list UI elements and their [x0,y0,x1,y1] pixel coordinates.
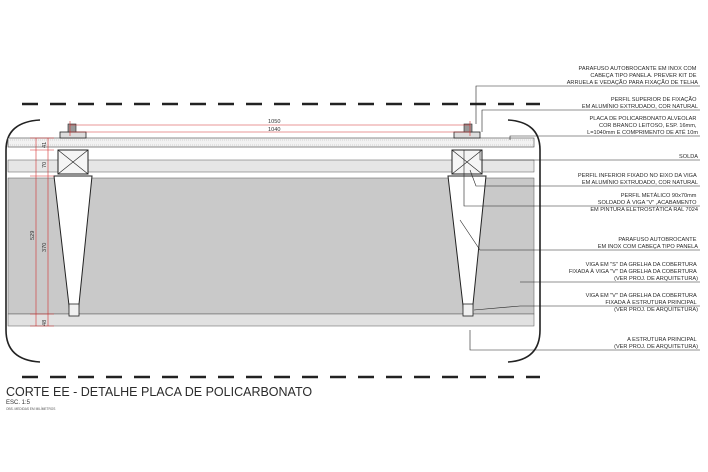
annotation-screw-top: PARAFUSO AUTOBROCANTE EM INOX COM CABEÇA… [567,66,699,86]
annotation-s-beam: VIGA EM "S" DA GRELHA DA COBERTURA FIXAD… [569,262,698,282]
beam-band [7,159,535,327]
annotation-weld: SOLDA [679,154,698,160]
annotation-main-structure: A ESTRUTURA PRINCIPAL (VER PROJ. DE ARQU… [614,337,698,350]
drawing-title: CORTE EE - DETALHE PLACA DE POLICARBONAT… [6,385,312,399]
top-dimensions [69,121,471,136]
annotation-polycarbonate: PLACA DE POLICARBONATO ALVEOLAR COR BRAN… [587,116,698,136]
cover-outline [5,119,541,363]
annotation-v-beam: VIGA EM "V" DA GRELHA DA COBERTURA FIXAD… [586,293,699,313]
annotation-lower-profile: PERFIL INFERIOR FIXADO NO EIXO DA VIGA E… [578,173,698,186]
left-dimensions [30,137,54,327]
dimension-1050: 1050 [268,119,280,125]
dimension-48: 48 [42,320,48,326]
annotations: PARAFUSO AUTOBROCANTE EM INOX COM CABEÇA… [567,66,699,350]
dimension-70: 70 [42,162,48,168]
right-v-beam [447,123,487,317]
dashed-top-edge [22,102,540,379]
leader-lines [459,85,700,351]
drawing-footnote: OBS. MEDIDAS EM MILÍMETROS [6,407,55,411]
drawing-scale: ESC. 1:5 [6,400,31,406]
polycarbonate-panel [7,137,535,148]
dimension-529: 529 [30,231,36,240]
left-v-beam [53,123,93,317]
dimension-1040: 1040 [268,127,280,133]
dimension-41: 41 [42,142,48,148]
annotation-upper-profile: PERFIL SUPERIOR DE FIXAÇÃO EM ALUMÍNIO E… [582,96,698,110]
annotation-screw-side: PARAFUSO AUTOBROCANTE EM INOX COM CABEÇA… [598,237,698,250]
dimension-370: 370 [42,243,48,252]
annotation-metal-profile: PERFIL METÁLICO 90x70mm SOLDADO À VIGA "… [590,192,698,213]
